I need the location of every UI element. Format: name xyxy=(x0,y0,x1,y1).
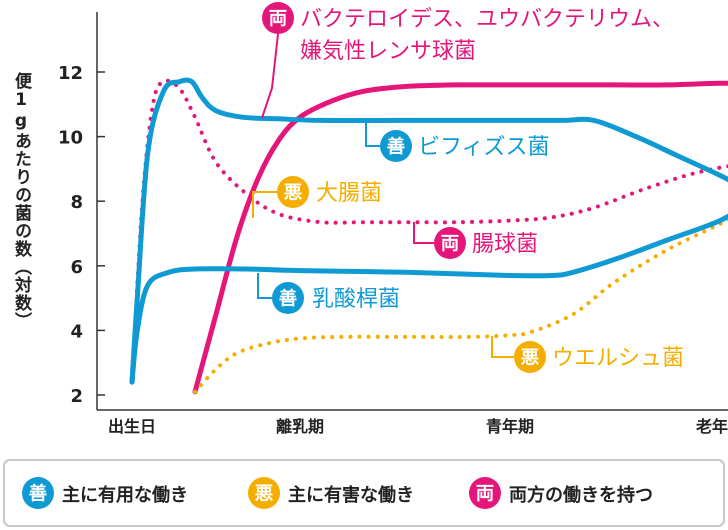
label-lactobacillus: 善乳酸桿菌 xyxy=(257,273,400,314)
label-bifidus-text: ビフィズス菌 xyxy=(418,135,550,160)
label-welch-connector xyxy=(491,336,514,358)
legend-text-1: 主に有害な働き xyxy=(288,484,414,506)
legend-text-2: 両方の働きを持つ xyxy=(509,484,653,506)
y-tick-label: 12 xyxy=(58,63,83,84)
label-enterococcus: 両腸球菌 xyxy=(413,222,538,259)
legend-text-0: 主に有用な働き xyxy=(62,484,188,506)
legend-badge-0-circle xyxy=(22,477,54,509)
label-bacteroides-badge-text: 両 xyxy=(269,9,287,30)
label-bifidus-badge-circle xyxy=(380,130,412,162)
label-bacteroides-text: バクテロイデス、ユウバクテリウム、 xyxy=(300,7,674,32)
label-ecoli-text: 大腸菌 xyxy=(316,181,382,206)
legend-badge-0-text: 善 xyxy=(29,483,47,505)
label-bacteroides-connector xyxy=(261,33,279,119)
label-ecoli-badge-circle xyxy=(277,176,309,208)
label-bacteroides-badge-circle xyxy=(262,2,294,34)
label-ecoli-badge-text: 悪 xyxy=(284,183,303,204)
label-bifidus-badge-text: 善 xyxy=(387,136,405,158)
y-tick-label: 10 xyxy=(58,128,83,149)
bifidus-line xyxy=(129,77,728,385)
label-enterococcus-badge-text: 両 xyxy=(441,234,459,255)
label-lactobacillus-badge-text: 善 xyxy=(279,288,297,310)
axes: 2 4 6 8 10 12 出生日 離乳期 青年期 老年期 xyxy=(58,12,728,436)
label-bifidus: 善ビフィズス菌 xyxy=(365,118,550,162)
label-lactobacillus-text: 乳酸桿菌 xyxy=(312,287,400,312)
legend: 善主に有用な働き 悪主に有害な働き 両両方の働きを持つ xyxy=(3,459,725,527)
label-enterococcus-connector xyxy=(413,222,434,244)
label-welch: 悪ウエルシュ菌 xyxy=(491,336,684,373)
x-tick-label: 出生日 xyxy=(108,417,156,436)
series-lines xyxy=(129,77,728,395)
legend-badge-2-circle xyxy=(469,477,501,509)
label-bacteroides-text: 嫌気性レンサ球菌 xyxy=(300,39,476,64)
label-lactobacillus-connector xyxy=(257,273,272,299)
x-tick-label: 青年期 xyxy=(486,417,534,436)
series-labels: 両バクテロイデス、ユウバクテリウム、嫌気性レンサ球菌善ビフィズス菌悪大腸菌両腸球… xyxy=(252,2,684,373)
enterococcus-line xyxy=(193,217,728,394)
y-tick-label: 6 xyxy=(70,257,83,278)
x-tick-label: 老年期 xyxy=(695,417,728,436)
legend-badge-1-circle xyxy=(248,477,280,509)
y-tick-label: 4 xyxy=(70,321,83,342)
y-axis-title: 便1gあたりの菌の数（対数） xyxy=(11,72,31,330)
label-welch-badge-circle xyxy=(514,341,546,373)
ecoli-line xyxy=(130,78,728,385)
y-tick-label: 2 xyxy=(70,386,83,407)
y-tick-label: 8 xyxy=(70,192,83,213)
label-enterococcus-text: 腸球菌 xyxy=(472,232,538,257)
label-ecoli: 悪大腸菌 xyxy=(252,176,382,218)
legend-box xyxy=(3,459,725,527)
legend-badge-1-text: 悪 xyxy=(255,484,274,505)
label-bifidus-connector xyxy=(365,118,380,147)
bacteroides-line xyxy=(192,80,728,395)
x-tick-label: 離乳期 xyxy=(276,417,324,436)
label-welch-text: ウエルシュ菌 xyxy=(552,346,684,371)
label-bacteroides: 両バクテロイデス、ユウバクテリウム、嫌気性レンサ球菌 xyxy=(261,2,674,119)
label-welch-badge-text: 悪 xyxy=(521,348,540,369)
legend-badge-2-text: 両 xyxy=(476,484,494,505)
label-ecoli-connector xyxy=(252,191,277,218)
lactobacillus-line xyxy=(129,213,728,385)
label-lactobacillus-badge-circle xyxy=(272,282,304,314)
label-enterococcus-badge-circle xyxy=(434,227,466,259)
